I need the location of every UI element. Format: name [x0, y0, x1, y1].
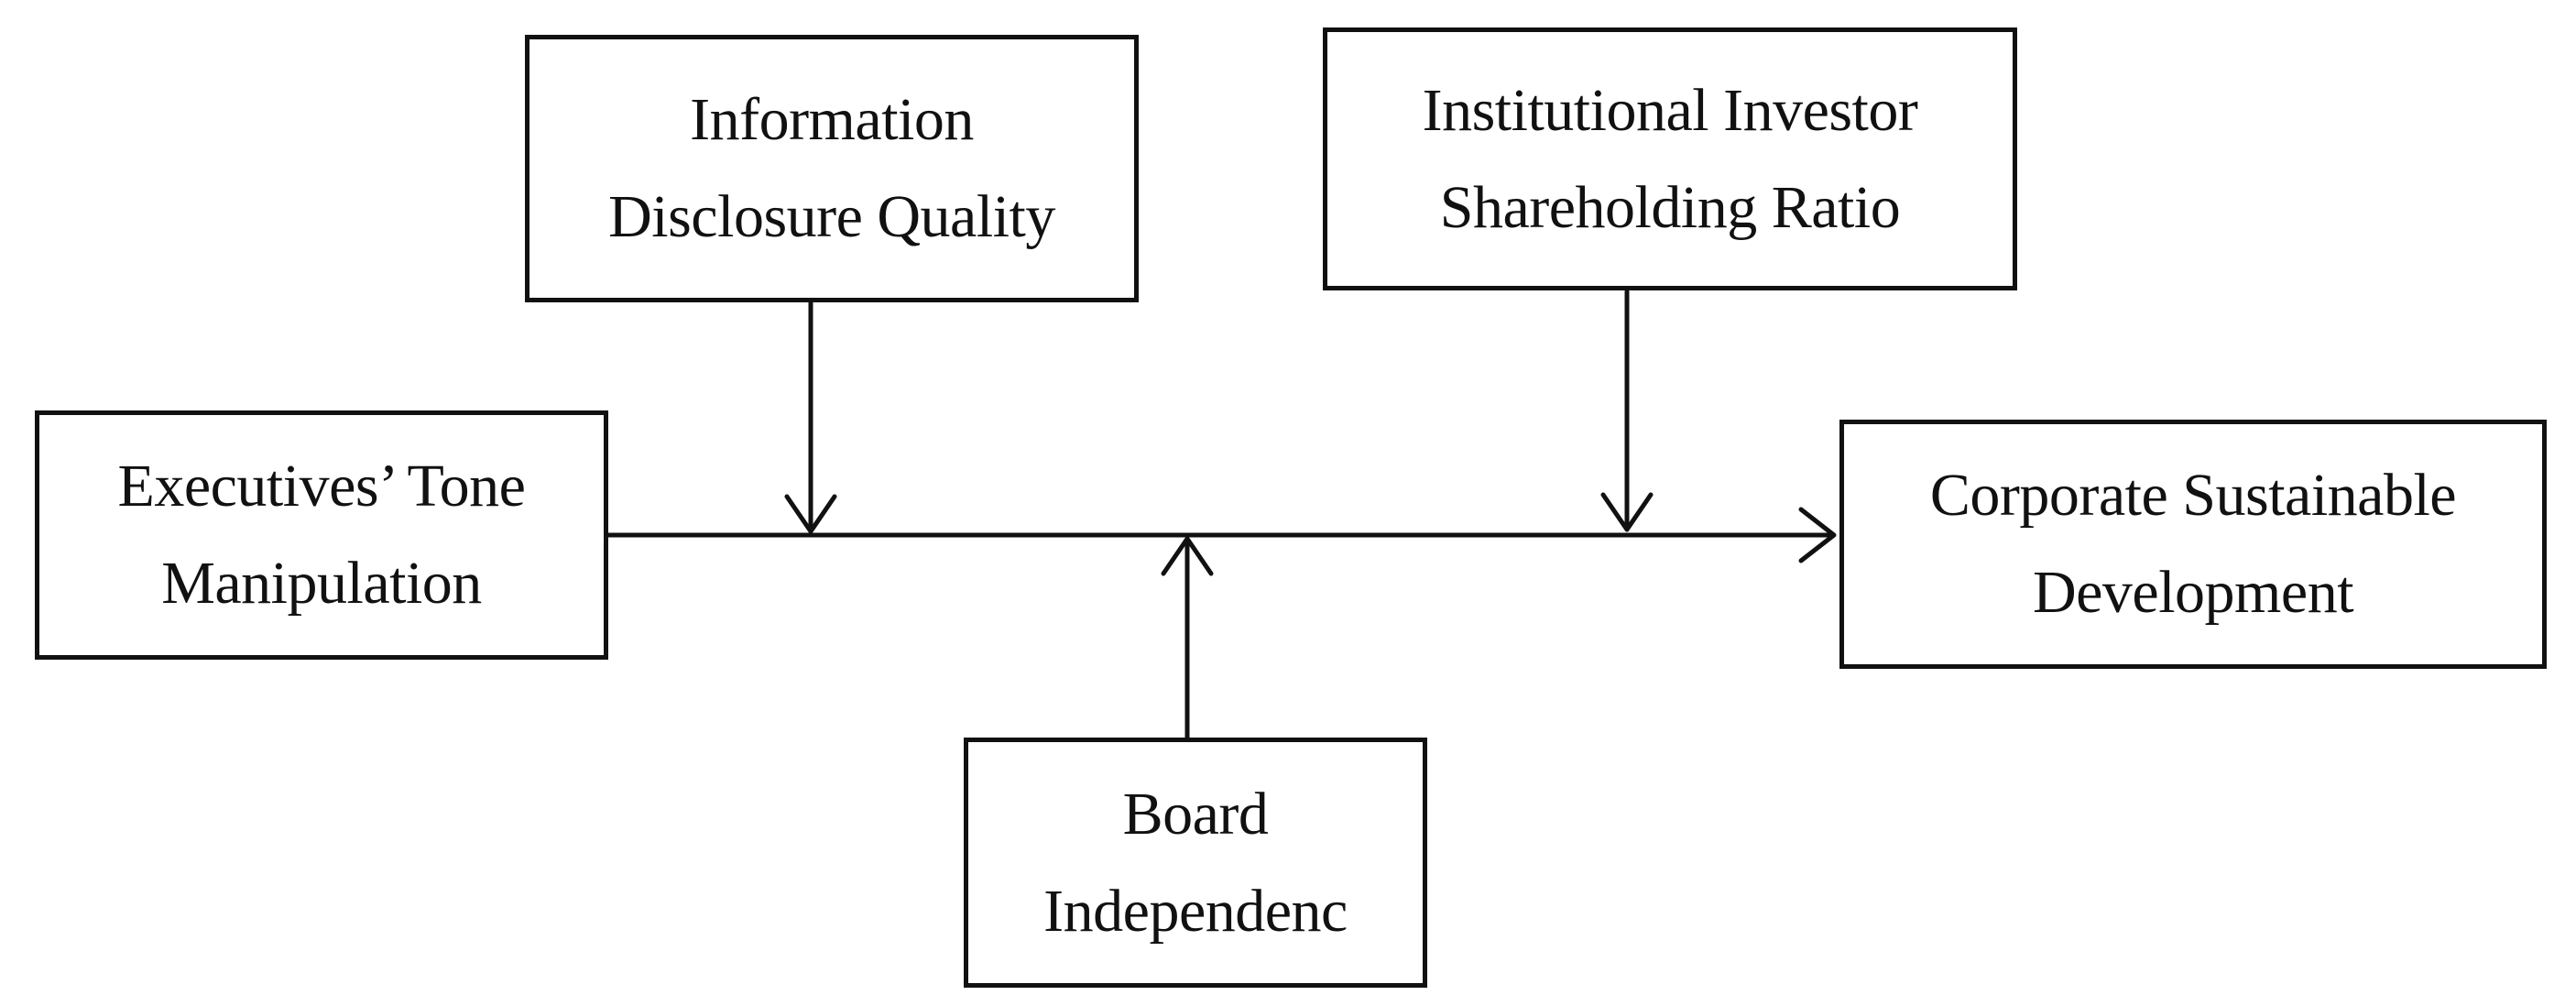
node-label-line: Development	[2032, 559, 2354, 626]
node-label-line: Manipulation	[161, 550, 482, 617]
node-label-line: Independenc	[1043, 877, 1348, 945]
board-independence-box: Board Independenc	[964, 738, 1427, 988]
node-label-line: Disclosure Quality	[608, 183, 1055, 250]
main-path-arrowhead	[1798, 507, 1837, 563]
disclosure-moderator-arrowhead	[784, 494, 837, 534]
node-label-line: Institutional Investor	[1422, 76, 1918, 144]
node-label-line: Information	[690, 86, 974, 154]
institutional-moderator-arrowhead	[1600, 492, 1654, 532]
node-label-line: Executives’ Tone	[117, 453, 526, 520]
information-disclosure-quality-box: Information Disclosure Quality	[525, 35, 1139, 302]
executives-tone-manipulation-box: Executives’ Tone Manipulation	[35, 410, 608, 660]
corporate-sustainable-development-box: Corporate Sustainable Development	[1839, 420, 2547, 669]
node-label-line: Corporate Sustainable	[1929, 462, 2457, 530]
node-label-line: Shareholding Ratio	[1439, 173, 1901, 241]
node-label-line: Board	[1122, 780, 1269, 847]
institutional-investor-shareholding-ratio-box: Institutional Investor Shareholding Rati…	[1323, 27, 2017, 290]
board-moderator-arrowhead	[1161, 536, 1214, 576]
